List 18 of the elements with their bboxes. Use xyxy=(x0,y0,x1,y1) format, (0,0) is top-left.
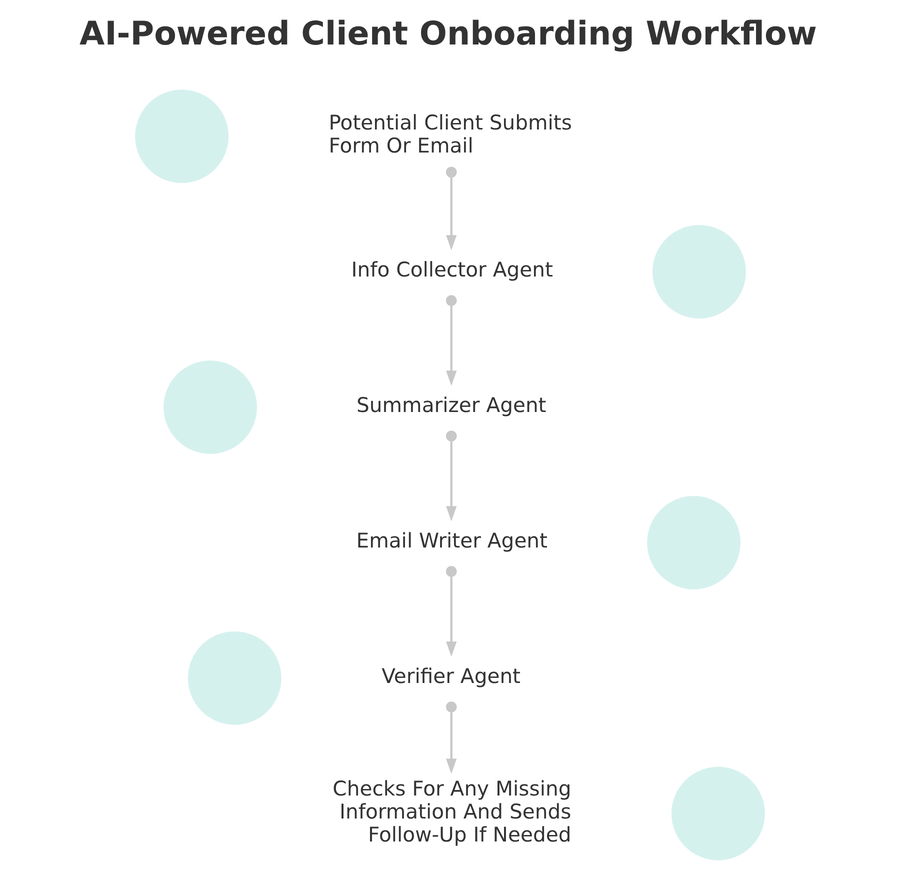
arrow xyxy=(446,166,457,250)
node-circle xyxy=(647,495,741,589)
node-text: Summarizer Agent xyxy=(356,392,546,416)
node-text: Email Writer Agent xyxy=(356,528,548,552)
node-text: Potential Client Submits Form Or Email xyxy=(328,110,572,158)
arrow xyxy=(446,294,457,386)
diagram-title: AI-Powered Client Onboarding Workflow xyxy=(80,14,817,52)
node-text: Info Collector Agent xyxy=(351,257,553,281)
node-circle xyxy=(164,360,257,454)
arrow xyxy=(446,430,457,521)
node-circle xyxy=(188,630,282,724)
node-circle xyxy=(671,766,765,860)
node-circle xyxy=(135,89,229,183)
node-circle xyxy=(652,224,746,318)
arrow xyxy=(446,700,457,774)
arrow xyxy=(446,566,457,656)
node-text: Checks For Any Missing Information And Sends Follow-Up If Needed xyxy=(332,776,572,846)
node-text: Verifier Agent xyxy=(382,663,521,688)
